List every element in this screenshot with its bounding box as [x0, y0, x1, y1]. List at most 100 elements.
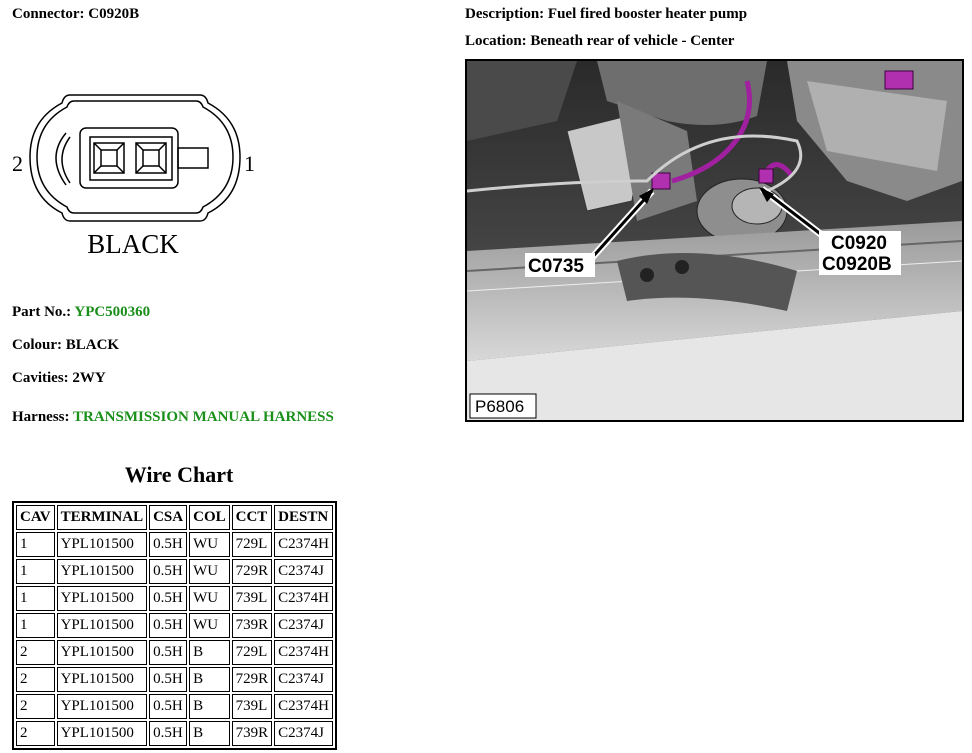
- pin-1-label: 1: [244, 151, 255, 176]
- cavities-line: Cavities: 2WY: [12, 370, 106, 387]
- cell-terminal: YPL101500: [56, 667, 148, 692]
- cavities-label: Cavities:: [12, 370, 69, 386]
- header-terminal: TERMINAL: [56, 505, 148, 530]
- colour-line: Colour: BLACK: [12, 337, 119, 354]
- part-no-value[interactable]: YPC500360: [74, 304, 151, 320]
- cell-cav: 1: [16, 613, 55, 638]
- cell-terminal: YPL101500: [56, 613, 148, 638]
- cell-cct: 729R: [231, 559, 273, 584]
- cell-col: B: [189, 721, 230, 746]
- cell-destn: C2374H: [274, 586, 333, 611]
- callout-c0735: C0735: [528, 256, 584, 277]
- connector-housing-inner: [36, 100, 234, 214]
- wire-chart-title: Wire Chart: [124, 462, 234, 487]
- connector-color-text: BLACK: [87, 229, 179, 259]
- cell-cct: 739R: [231, 613, 273, 638]
- callout-c0920: C0920: [831, 233, 887, 254]
- location-line: Location: Beneath rear of vehicle - Cent…: [465, 33, 734, 50]
- cell-cav: 2: [16, 667, 55, 692]
- part-no-label: Part No.:: [12, 304, 72, 320]
- cell-cct: 729R: [231, 667, 273, 692]
- harness-label: Harness:: [12, 409, 70, 425]
- cell-terminal: YPL101500: [56, 694, 148, 719]
- connector-value: C0920B: [88, 6, 140, 22]
- cavities-value: 2WY: [72, 370, 106, 386]
- cavity-2-inner: [100, 149, 118, 167]
- cavity-1-inner: [142, 149, 160, 167]
- connector-label: Connector:: [12, 6, 85, 22]
- cell-col: B: [189, 667, 230, 692]
- cell-csa: 0.5H: [149, 586, 188, 611]
- header-col: COL: [189, 505, 230, 530]
- cavity-1-outer: [135, 142, 167, 174]
- cell-destn: C2374H: [274, 532, 333, 557]
- colour-label: Colour:: [12, 337, 62, 353]
- cell-cav: 1: [16, 532, 55, 557]
- cell-csa: 0.5H: [149, 532, 188, 557]
- cell-cct: 739R: [231, 721, 273, 746]
- cell-cct: 729L: [231, 640, 273, 665]
- location-photo: C0735 C0920 C0920B P6806: [465, 59, 964, 422]
- cell-cav: 1: [16, 586, 55, 611]
- cell-col: B: [189, 694, 230, 719]
- harness-value[interactable]: TRANSMISSION MANUAL HARNESS: [72, 409, 334, 425]
- cavity-2-outer: [93, 142, 125, 174]
- photo-reference: P6806: [475, 397, 524, 416]
- cell-csa: 0.5H: [149, 640, 188, 665]
- cell-col: WU: [189, 559, 230, 584]
- connector-face-diagram: 2 1 BLACK: [12, 94, 255, 259]
- cell-terminal: YPL101500: [56, 721, 148, 746]
- description-value: Fuel fired booster heater pump: [547, 6, 748, 22]
- cell-destn: C2374J: [274, 613, 333, 638]
- cell-col: WU: [189, 613, 230, 638]
- cell-terminal: YPL101500: [56, 586, 148, 611]
- cell-col: WU: [189, 532, 230, 557]
- cell-destn: C2374H: [274, 694, 333, 719]
- cell-cct: 729L: [231, 532, 273, 557]
- vehicle-underside-illustration: C0735 C0920 C0920B P6806: [467, 61, 962, 420]
- cell-terminal: YPL101500: [56, 559, 148, 584]
- header-csa: CSA: [149, 505, 188, 530]
- connector-latch-arc-inner: [61, 136, 71, 184]
- connector-id-line: Connector: C0920B: [12, 6, 139, 23]
- cell-col: B: [189, 640, 230, 665]
- cell-terminal: YPL101500: [56, 640, 148, 665]
- cell-csa: 0.5H: [149, 694, 188, 719]
- cell-cav: 1: [16, 559, 55, 584]
- cell-destn: C2374H: [274, 640, 333, 665]
- harness-line: Harness: TRANSMISSION MANUAL HARNESS: [12, 409, 334, 426]
- header-cct: CCT: [231, 505, 273, 530]
- location-value: Beneath rear of vehicle - Center: [530, 33, 735, 49]
- cell-cav: 2: [16, 640, 55, 665]
- cell-destn: C2374J: [274, 667, 333, 692]
- cell-terminal: YPL101500: [56, 532, 148, 557]
- cell-destn: C2374J: [274, 721, 333, 746]
- description-line: Description: Fuel fired booster heater p…: [465, 6, 747, 23]
- location-label: Location:: [465, 33, 527, 49]
- pin-block-inner: [89, 136, 173, 181]
- part-no-line: Part No.: YPC500360: [12, 304, 150, 321]
- wire-chart-header-row: CAV TERMINAL CSA COL CCT DESTN: [16, 505, 333, 530]
- colour-value: BLACK: [65, 337, 120, 353]
- pin-2-label: 2: [12, 151, 23, 176]
- description-label: Description:: [465, 6, 545, 22]
- cell-cct: 739L: [231, 586, 273, 611]
- cell-csa: 0.5H: [149, 667, 188, 692]
- callout-c0920b: C0920B: [822, 254, 892, 275]
- header-destn: DESTN: [274, 505, 333, 530]
- cell-csa: 0.5H: [149, 613, 188, 638]
- pin-tab: [177, 147, 209, 169]
- cell-cav: 2: [16, 721, 55, 746]
- connector-latch-arc: [55, 132, 67, 186]
- connector-housing-outer: [29, 94, 241, 222]
- header-cav: CAV: [16, 505, 55, 530]
